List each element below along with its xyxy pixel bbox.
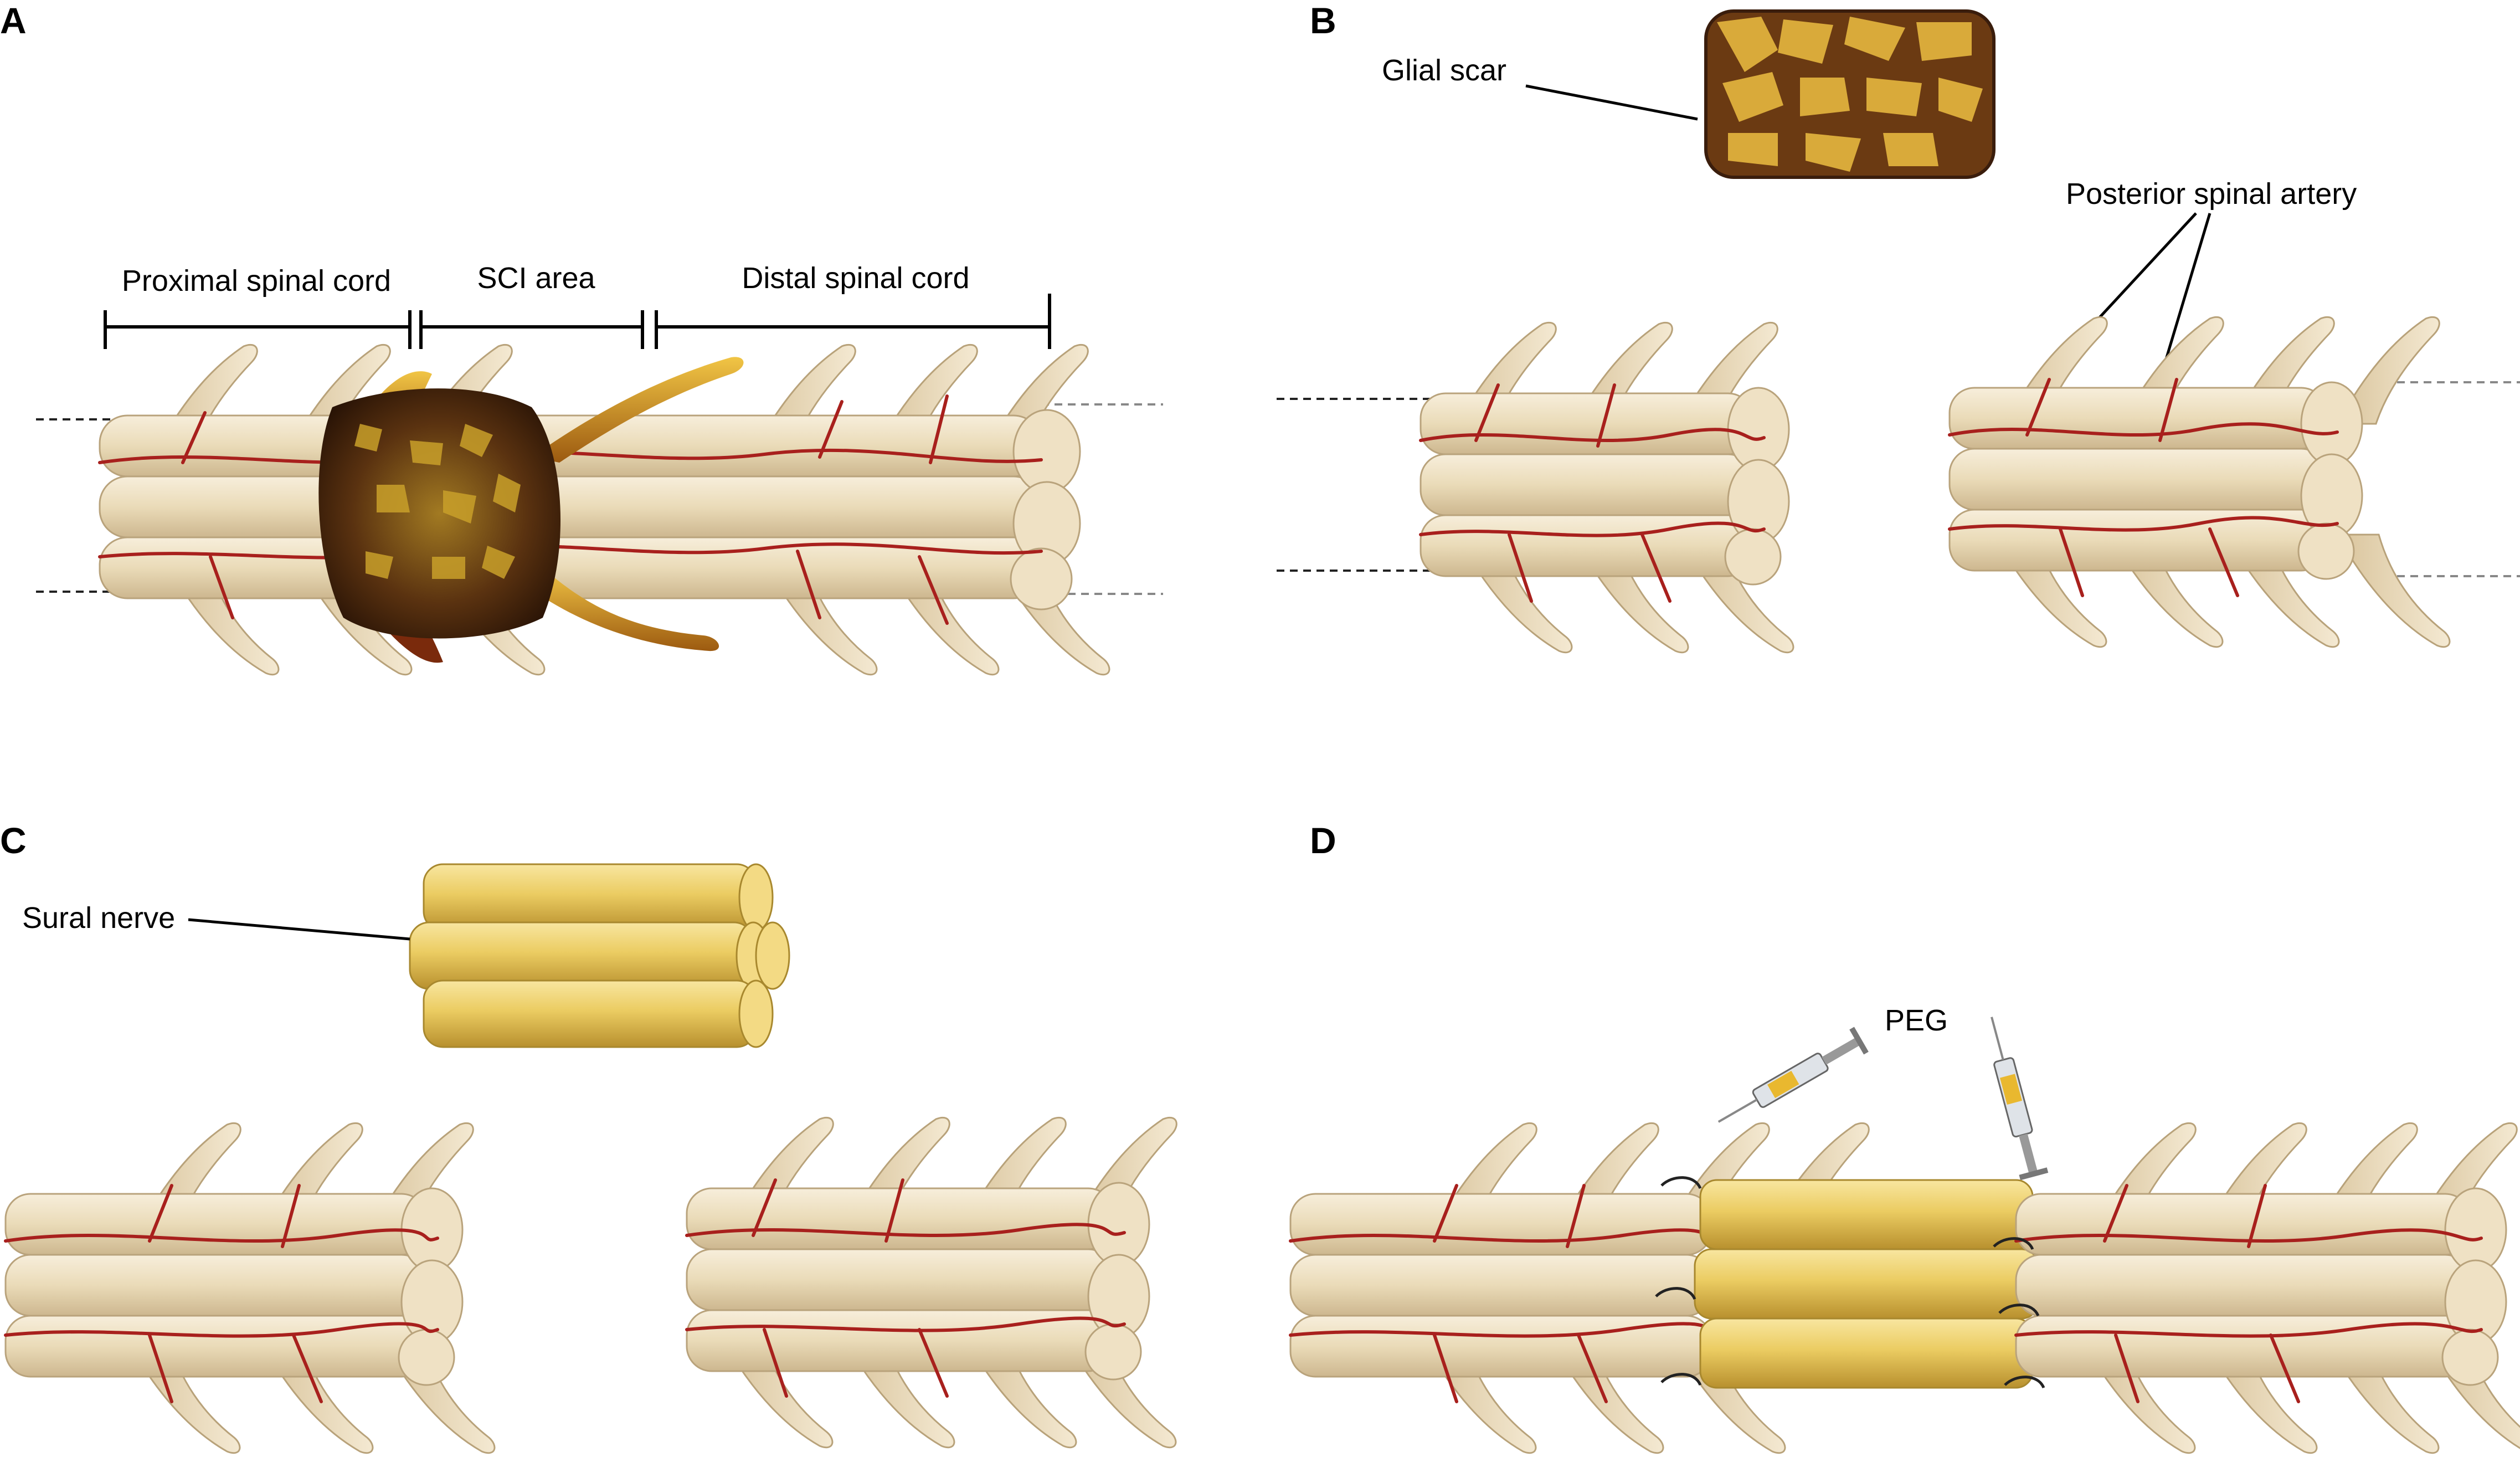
panel-letter-a: A <box>0 0 27 41</box>
sci-lesion <box>318 357 744 663</box>
distal-stump-d <box>2014 1122 2520 1454</box>
posterior-artery-label: Posterior spinal artery <box>2066 177 2357 211</box>
sural-nerve-leader <box>188 918 410 941</box>
syringe-icon <box>1991 1017 2049 1181</box>
distal-stump-b <box>1948 316 2451 648</box>
panel-b: B Glial scar Posterior spinal artery <box>1277 0 2520 654</box>
glial-scar-leader <box>1525 84 1698 121</box>
panel-letter-b: B <box>1310 0 1336 41</box>
sural-nerve-graft <box>1694 1179 2039 1389</box>
proximal-stump-c <box>4 1122 496 1454</box>
dashed-guides-b <box>1277 381 2520 577</box>
spinal-cord-a <box>98 343 1110 676</box>
proximal-label: Proximal spinal cord <box>122 264 391 297</box>
panel-d: D PEG <box>1289 820 2520 1454</box>
proximal-stump-b <box>1419 321 1794 654</box>
proximal-stump-d <box>1289 1122 1870 1454</box>
dimension-bars <box>104 294 1051 349</box>
panel-letter-d: D <box>1310 820 1336 861</box>
panel-letter-c: C <box>0 820 27 861</box>
panel-c: C Sural nerve <box>0 820 1177 1454</box>
distal-label: Distal spinal cord <box>742 261 969 295</box>
suture-marks <box>1655 1176 2045 1389</box>
sural-nerve-bundle <box>409 863 790 1048</box>
syringe-icon <box>1717 1027 1869 1123</box>
sci-area-label: SCI area <box>477 261 595 295</box>
distal-stump-c <box>685 1116 1177 1449</box>
peg-label: PEG <box>1885 1004 1948 1037</box>
panel-a: A Proximal spinal cord SCI area Distal s… <box>0 0 1163 676</box>
glial-scar-block <box>1704 9 1996 179</box>
sural-nerve-label: Sural nerve <box>22 901 175 935</box>
glial-scar-label: Glial scar <box>1382 54 1506 87</box>
